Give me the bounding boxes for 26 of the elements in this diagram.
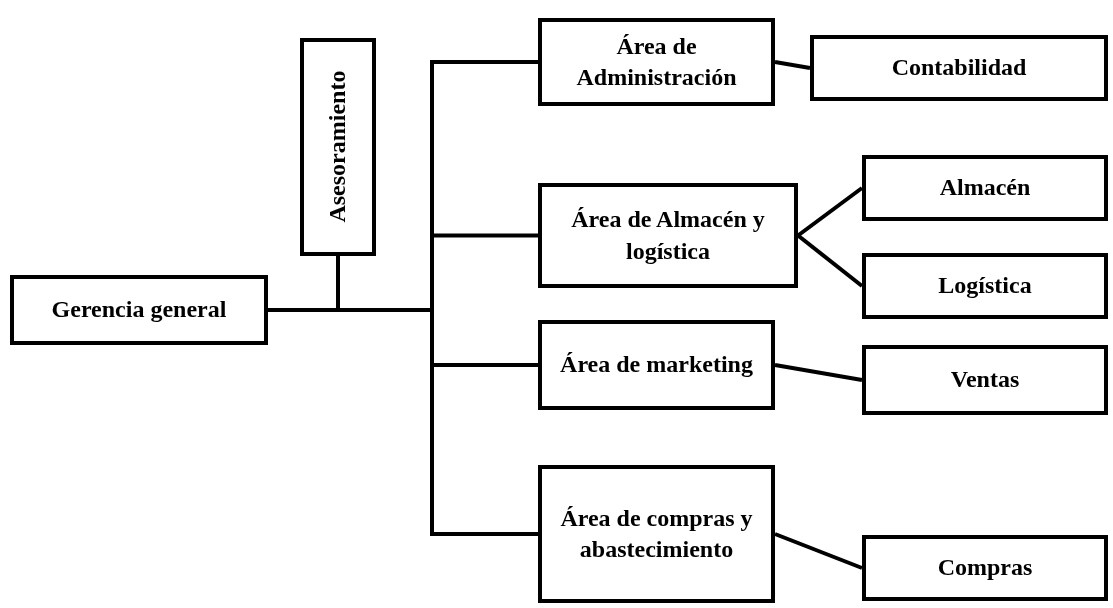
org-box (300, 38, 376, 256)
connector-line (774, 60, 811, 70)
connector-line (268, 308, 538, 536)
box-label: Área de marketing (560, 350, 753, 380)
org-box (538, 18, 775, 106)
box-label: Logística (938, 271, 1032, 301)
org-box (862, 345, 1108, 415)
box-label: Asesoramiento (323, 71, 352, 223)
org-box (538, 465, 775, 603)
box-label: Gerencia general (51, 295, 227, 325)
org-box (862, 535, 1108, 601)
box-label: Contabilidad (891, 53, 1027, 83)
connector-line (774, 363, 863, 382)
box-label: Área de Almacén y logística (570, 205, 766, 266)
org-box (10, 275, 268, 345)
connector-line (774, 532, 863, 570)
org-box (862, 155, 1108, 221)
box-label: Ventas (950, 365, 1020, 395)
org-box (810, 35, 1108, 101)
box-label: Área de Administración (575, 31, 738, 92)
org-box (862, 253, 1108, 319)
box-label: Compras (937, 553, 1033, 583)
box-label: Área de compras y abastecimiento (559, 503, 754, 564)
org-box (538, 320, 775, 410)
box-label: Almacén (939, 173, 1031, 203)
org-box (538, 183, 798, 288)
